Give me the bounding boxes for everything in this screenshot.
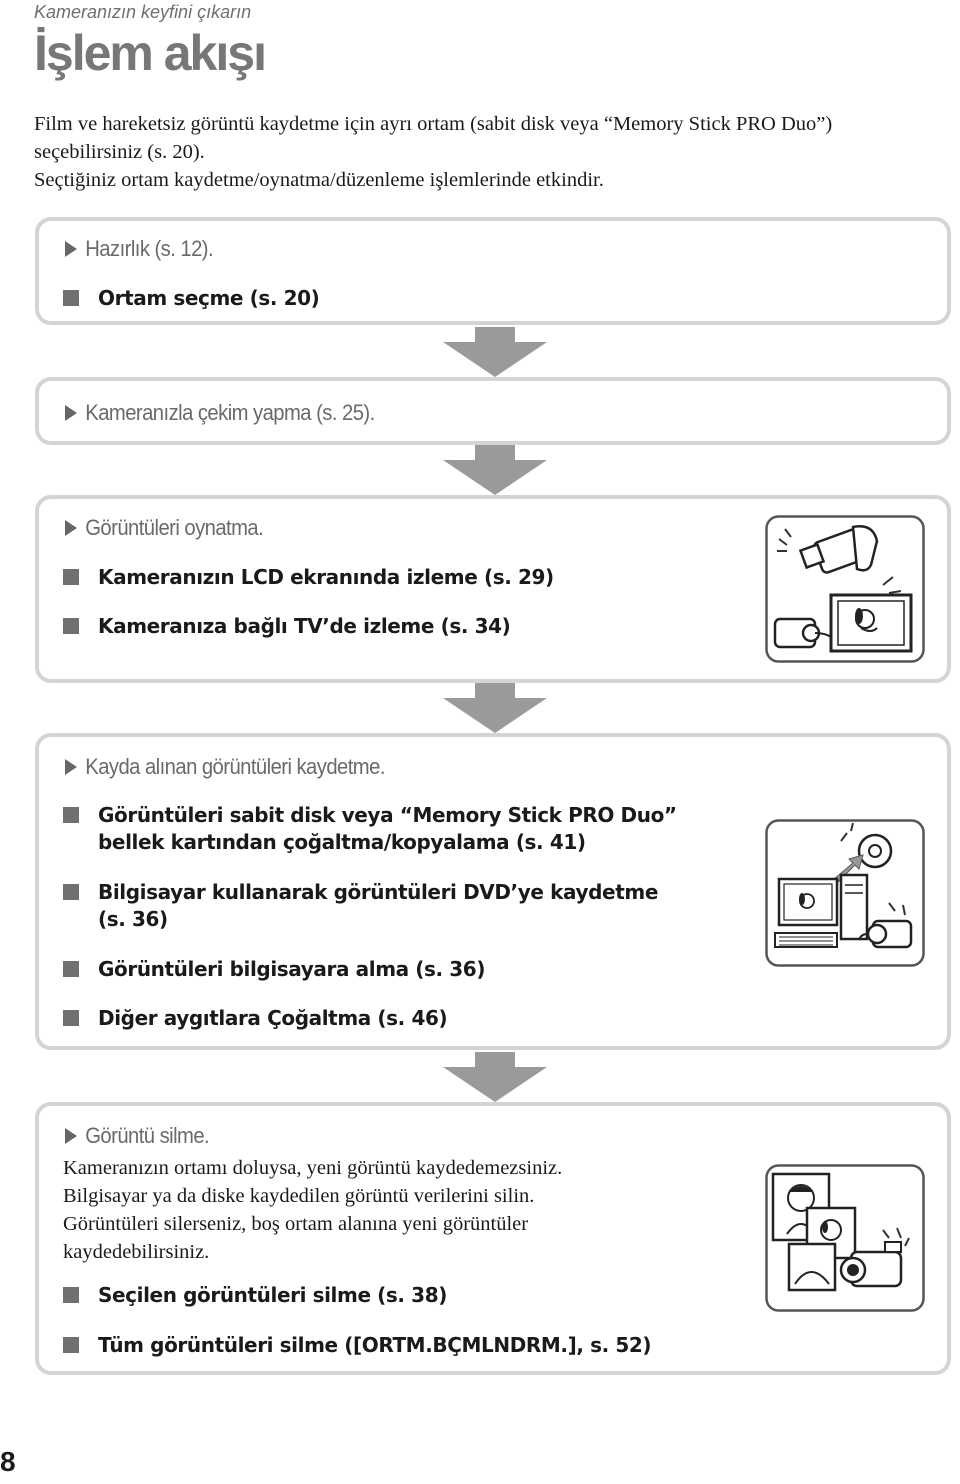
list-item-label: bellek kartından çoğaltma/kopyalama (s. … xyxy=(98,830,586,854)
gray-square-bullet-icon xyxy=(63,290,79,306)
camcorder-tv-playback-illustration xyxy=(765,515,925,663)
list-item-label: Bilgisayar kullanarak görüntüleri DVD’ye… xyxy=(98,880,658,904)
right-triangle-icon xyxy=(65,520,77,536)
gray-square-bullet-icon xyxy=(63,807,79,823)
gray-square-bullet-icon xyxy=(63,1287,79,1303)
computer-disc-camcorder-illustration xyxy=(765,819,925,967)
list-item: Diğer aygıtlara Çoğaltma (s. 46) xyxy=(63,1005,448,1032)
step-heading: Hazırlık (s. 12). xyxy=(65,236,214,262)
intro-text: Film ve hareketsiz görüntü kaydetme için… xyxy=(34,110,934,194)
gray-square-bullet-icon xyxy=(63,884,79,900)
list-item-label: Diğer aygıtlara Çoğaltma (s. 46) xyxy=(98,1006,448,1030)
list-item-label: Kameranıza bağlı TV’de izleme (s. 34) xyxy=(98,614,511,638)
list-item: Görüntüleri bilgisayara alma (s. 36) xyxy=(63,956,485,983)
list-item-label: Tüm görüntüleri silme ([ORTM.BÇMLNDRM.],… xyxy=(98,1333,652,1357)
list-item-label: Ortam seçme (s. 20) xyxy=(98,286,320,310)
list-item-label: (s. 36) xyxy=(98,907,168,931)
step-heading-label: Görüntüleri oynatma. xyxy=(85,515,264,540)
list-item: Görüntüleri sabit disk veya “Memory Stic… xyxy=(63,802,677,856)
paragraph-line: Kameranızın ortamı doluysa, yeni görüntü… xyxy=(63,1157,563,1179)
paragraph-line: Bilgisayar ya da diske kaydedilen görünt… xyxy=(63,1185,535,1207)
step-heading: Kayda alınan görüntüleri kaydetme. xyxy=(65,754,385,780)
down-arrow-icon xyxy=(443,683,547,733)
gray-square-bullet-icon xyxy=(63,1010,79,1026)
right-triangle-icon xyxy=(65,241,77,257)
list-item: Kameranıza bağlı TV’de izleme (s. 34) xyxy=(63,613,511,640)
photos-camcorder-illustration xyxy=(765,1164,925,1312)
gray-square-bullet-icon xyxy=(63,961,79,977)
gray-square-bullet-icon xyxy=(63,618,79,634)
intro-line: Film ve hareketsiz görüntü kaydetme için… xyxy=(34,113,833,135)
list-item-label: Görüntüleri bilgisayara alma (s. 36) xyxy=(98,957,486,981)
paragraph-line: Görüntüleri silerseniz, boş ortam alanın… xyxy=(63,1213,529,1235)
step-heading-label: Görüntü silme. xyxy=(85,1123,210,1148)
list-item: Bilgisayar kullanarak görüntüleri DVD’ye… xyxy=(63,879,658,933)
step-heading: Kameranızla çekim yapma (s. 25). xyxy=(65,400,375,426)
list-item: Seçilen görüntüleri silme (s. 38) xyxy=(63,1282,447,1309)
list-item: Tüm görüntüleri silme ([ORTM.BÇMLNDRM.],… xyxy=(63,1332,652,1359)
step-box-record: Kameranızla çekim yapma (s. 25). xyxy=(35,377,951,445)
right-triangle-icon xyxy=(65,759,77,775)
list-item: Kameranızın LCD ekranında izleme (s. 29) xyxy=(63,564,554,591)
down-arrow-icon xyxy=(443,445,547,495)
step-heading: Görüntü silme. xyxy=(65,1123,210,1149)
list-item-label: Kameranızın LCD ekranında izleme (s. 29) xyxy=(98,565,554,589)
delete-explanation: Kameranızın ortamı doluysa, yeni görüntü… xyxy=(63,1154,743,1266)
list-item-label: Görüntüleri sabit disk veya “Memory Stic… xyxy=(98,803,677,827)
paragraph-line: kaydedebilirsiniz. xyxy=(63,1241,210,1263)
list-item-label: Seçilen görüntüleri silme (s. 38) xyxy=(98,1283,447,1307)
step-heading-label: Hazırlık (s. 12). xyxy=(85,236,214,261)
gray-square-bullet-icon xyxy=(63,569,79,585)
down-arrow-icon xyxy=(443,327,547,377)
step-box-delete: Görüntü silme. Kameranızın ortamı doluys… xyxy=(35,1102,951,1375)
page-title: İşlem akışı xyxy=(34,25,267,81)
gray-square-bullet-icon xyxy=(63,1337,79,1353)
step-box-play: Görüntüleri oynatma. Kameranızın LCD ekr… xyxy=(35,495,951,683)
step-heading-label: Kameranızla çekim yapma (s. 25). xyxy=(85,400,375,425)
step-box-save: Kayda alınan görüntüleri kaydetme. Görün… xyxy=(35,733,951,1050)
list-item: Ortam seçme (s. 20) xyxy=(63,285,320,312)
down-arrow-icon xyxy=(443,1052,547,1102)
intro-line: Seçtiğiniz ortam kaydetme/oynatma/düzenl… xyxy=(34,169,604,191)
step-box-prepare: Hazırlık (s. 12). Ortam seçme (s. 20) xyxy=(35,217,951,325)
intro-line: seçebilirsiniz (s. 20). xyxy=(34,141,205,163)
page-number: 8 xyxy=(0,1446,16,1477)
step-heading-label: Kayda alınan görüntüleri kaydetme. xyxy=(85,754,385,779)
right-triangle-icon xyxy=(65,405,77,421)
section-kicker: Kameranızın keyfini çıkarın xyxy=(34,2,252,22)
step-heading: Görüntüleri oynatma. xyxy=(65,515,264,541)
right-triangle-icon xyxy=(65,1128,77,1144)
